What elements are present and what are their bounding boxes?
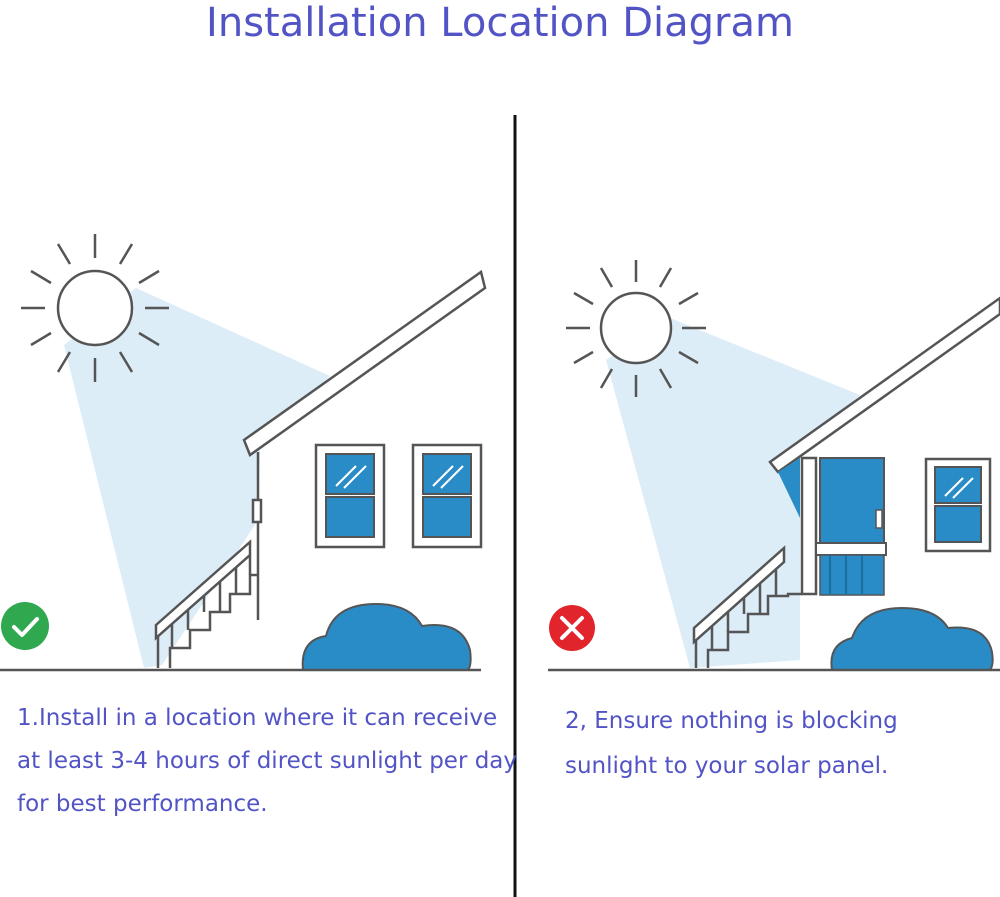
- bush: [830, 606, 994, 671]
- house: [242, 269, 487, 620]
- cross-icon: [549, 605, 595, 651]
- panel-left: [0, 234, 487, 672]
- bush: [301, 602, 472, 671]
- check-icon: [1, 602, 49, 650]
- house: [768, 296, 1000, 474]
- staircase: [692, 545, 802, 668]
- sun-icon: [566, 260, 706, 397]
- window: [411, 443, 483, 549]
- caption-line: for best performance.: [17, 791, 268, 817]
- window: [314, 443, 386, 549]
- sunbeam: [64, 288, 330, 668]
- caption-line: 1.Install in a location where it can rec…: [17, 705, 498, 731]
- panel-right: [548, 260, 1000, 672]
- blocking-porch: [778, 456, 887, 596]
- sunbeam: [606, 318, 860, 668]
- page-title: Installation Location Diagram: [206, 0, 794, 46]
- caption-line: 2, Ensure nothing is blocking: [565, 708, 898, 734]
- caption-line: sunlight to your solar panel.: [565, 753, 889, 779]
- staircase: [154, 539, 258, 668]
- sun-icon: [21, 234, 169, 382]
- caption-right: 2, Ensure nothing is blocking sunlight t…: [565, 699, 985, 789]
- caption-left: 1.Install in a location where it can rec…: [17, 697, 517, 826]
- window: [924, 457, 992, 553]
- caption-line: at least 3-4 hours of direct sunlight pe…: [17, 748, 518, 774]
